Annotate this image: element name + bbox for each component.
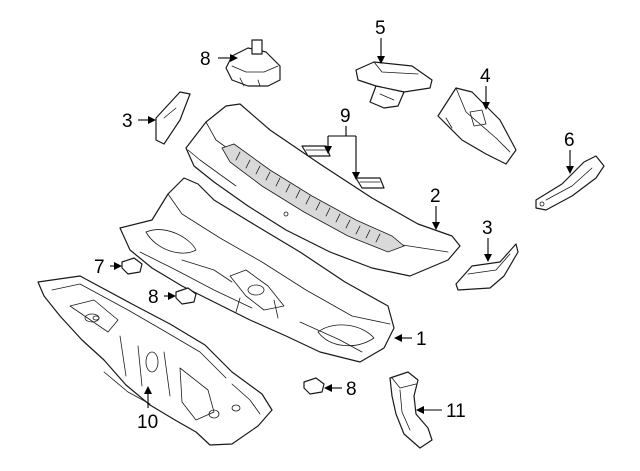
callout-8-lower: 8: [346, 379, 357, 400]
callout-3-right: 3: [482, 218, 493, 239]
part-7-housing: [225, 39, 281, 87]
part-8-grommets: [121, 257, 325, 395]
leader-lines: [110, 38, 574, 414]
callout-1: 1: [416, 329, 427, 350]
callout-5: 5: [375, 18, 386, 39]
callout-8-middle: 8: [148, 287, 159, 308]
callout-11: 11: [446, 401, 466, 422]
part-9-clips: [301, 145, 385, 189]
part-5-bracket: [355, 61, 433, 109]
part-2-cowl-grille: [185, 103, 461, 277]
callout-8-upper: 7: [94, 257, 105, 278]
part-10-dash-panel: [37, 275, 273, 446]
callout-labels: 8 5 4 3 9 6 2 3 7 8 1 8 10 11: [94, 18, 575, 433]
callout-6: 6: [564, 130, 575, 151]
callout-2: 2: [430, 186, 441, 207]
part-6-long-bracket: [535, 155, 605, 211]
part-3-bracket-right: [455, 243, 519, 291]
part-4-side-bracket: [437, 87, 517, 165]
callout-10: 10: [137, 412, 158, 433]
callout-9: 9: [340, 106, 351, 127]
part-11-duct: [389, 371, 433, 449]
callout-7: 8: [200, 49, 211, 70]
callout-4: 4: [480, 66, 491, 87]
part-3-bracket-left: [155, 91, 191, 145]
callout-3-left: 3: [122, 111, 133, 132]
part-1-cowl-panel: [119, 177, 395, 363]
